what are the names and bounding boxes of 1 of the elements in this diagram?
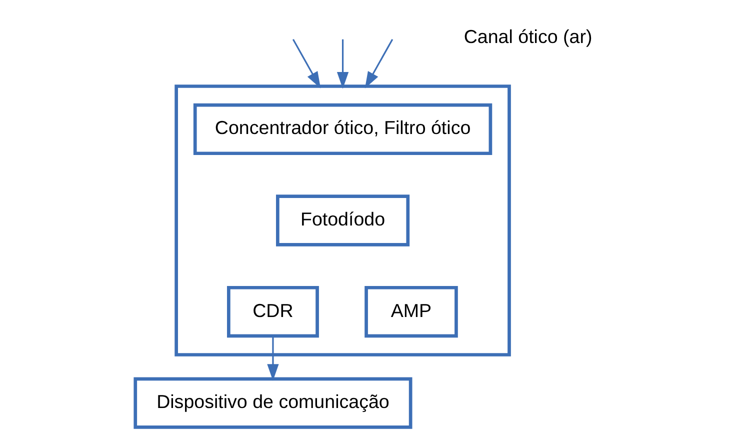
label: Canal ótico (ar) [464,26,592,47]
